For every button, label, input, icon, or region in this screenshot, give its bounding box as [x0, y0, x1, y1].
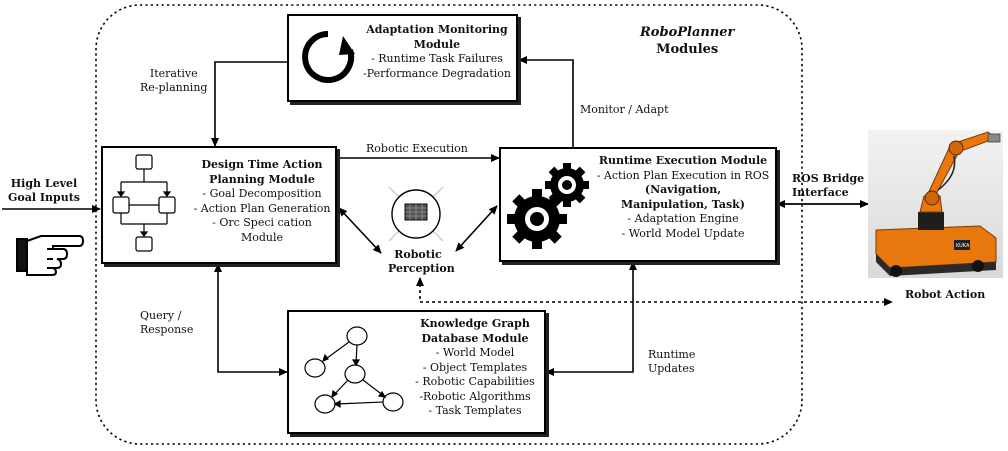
runtime-updates-label: Runtime Updates — [648, 348, 695, 376]
monitor-adapt-arrow — [518, 56, 574, 147]
modules-frame — [95, 4, 803, 445]
perception-line2: Perception — [388, 262, 455, 275]
query-response-label: Query / Response — [140, 309, 193, 337]
knowledge-item: - Task Templates — [428, 404, 522, 417]
iterative-line1: Iterative — [149, 67, 198, 80]
adaptation-monitoring-module[interactable]: Adaptation Monitoring Module - Runtime T… — [287, 14, 518, 102]
goal-inputs-line1: High Level — [10, 177, 78, 190]
camera-sensor-icon — [388, 186, 444, 242]
runtime-execution-module[interactable]: Runtime Execution Module - Action Plan E… — [499, 147, 777, 262]
knowledge-module-text: Knowledge Graph Database Module - World … — [407, 317, 543, 419]
svg-text:KUKA: KUKA — [956, 243, 970, 249]
knowledge-item: - Robotic Capabilities — [415, 375, 535, 388]
design-module-text: Design Time Action Planning Module - Goa… — [189, 158, 335, 245]
industrial-robot-image: KUKA — [868, 130, 1003, 278]
adaptation-module-text: Adaptation Monitoring Module - Runtime T… — [361, 23, 513, 81]
design-item: - Action Plan Generation — [193, 201, 331, 215]
monitor-adapt-label: Monitor / Adapt — [580, 103, 669, 116]
goal-inputs-label: High Level Goal Inputs — [8, 177, 80, 205]
design-title-1: Design Time Action — [201, 158, 323, 171]
query-line2: Response — [140, 323, 194, 336]
knowledge-item: -Robotic Algorithms — [419, 389, 531, 403]
runtime-item: - Adaptation Engine — [627, 212, 739, 225]
design-item: Module — [240, 230, 284, 244]
gears-icon — [507, 163, 589, 249]
replanning-arrow — [211, 61, 288, 147]
flowchart-icon — [112, 154, 176, 252]
circular-arrow-icon — [302, 31, 355, 83]
iterative-replanning-label: Iterative Re-planning — [140, 67, 207, 95]
query-line1: Query / — [140, 309, 182, 322]
graph-icon — [304, 326, 404, 414]
knowledge-title-1: Knowledge Graph — [420, 317, 530, 330]
runtime-perception-arrow — [455, 205, 498, 252]
adaptation-item: - Runtime Task Failures — [371, 52, 503, 65]
robot-action-label: Robot Action — [905, 288, 986, 301]
runtime-item: - World Model Update — [621, 226, 745, 240]
adaptation-title-1: Adaptation Monitoring — [366, 23, 508, 36]
runtime-updates-line1: Runtime — [648, 348, 696, 361]
runtime-bold-item: Manipulation, Task) — [620, 197, 745, 211]
design-perception-arrow — [338, 207, 382, 254]
design-item: - Orc Speci cation — [212, 216, 312, 229]
knowledge-item: - Object Templates — [422, 360, 528, 374]
adaptation-title-2: Module — [413, 37, 461, 51]
knowledge-title-2: Database Module — [421, 331, 529, 345]
pointing-hand-icon — [16, 235, 85, 276]
ros-bridge-line1: ROS Bridge — [792, 172, 865, 185]
perception-label: Robotic Perception — [388, 248, 455, 276]
runtime-item: - Action Plan Execution in ROS — [596, 168, 770, 182]
query-response-arrow — [214, 263, 288, 376]
robot-action-arrow — [416, 277, 893, 306]
design-time-planning-module[interactable]: Design Time Action Planning Module - Goa… — [101, 146, 337, 264]
design-item: - Goal Decomposition — [202, 187, 322, 200]
runtime-title: Runtime Execution Module — [598, 154, 768, 167]
ros-bridge-line2: Interface — [792, 186, 849, 199]
frame-title-rest: Modules — [656, 42, 719, 57]
runtime-updates-arrow — [545, 261, 637, 376]
adaptation-item: -Performance Degradation — [362, 66, 512, 80]
robotic-execution-label: Robotic Execution — [366, 142, 468, 155]
knowledge-graph-module[interactable]: Knowledge Graph Database Module - World … — [287, 310, 546, 434]
goal-inputs-line2: Goal Inputs — [8, 191, 80, 204]
frame-title-italic: RoboPlanner — [640, 25, 735, 40]
iterative-line2: Re-planning — [140, 81, 208, 94]
ros-bridge-label: ROS Bridge Interface — [792, 172, 864, 200]
design-title-2: Planning Module — [209, 172, 315, 186]
knowledge-item: - World Model — [435, 346, 515, 359]
runtime-bold-item: (Navigation, — [644, 183, 722, 196]
runtime-updates-line2: Updates — [648, 362, 695, 375]
runtime-module-text: Runtime Execution Module - Action Plan E… — [593, 154, 773, 241]
frame-title: RoboPlanner Modules — [640, 24, 734, 58]
perception-line1: Robotic — [394, 248, 442, 261]
